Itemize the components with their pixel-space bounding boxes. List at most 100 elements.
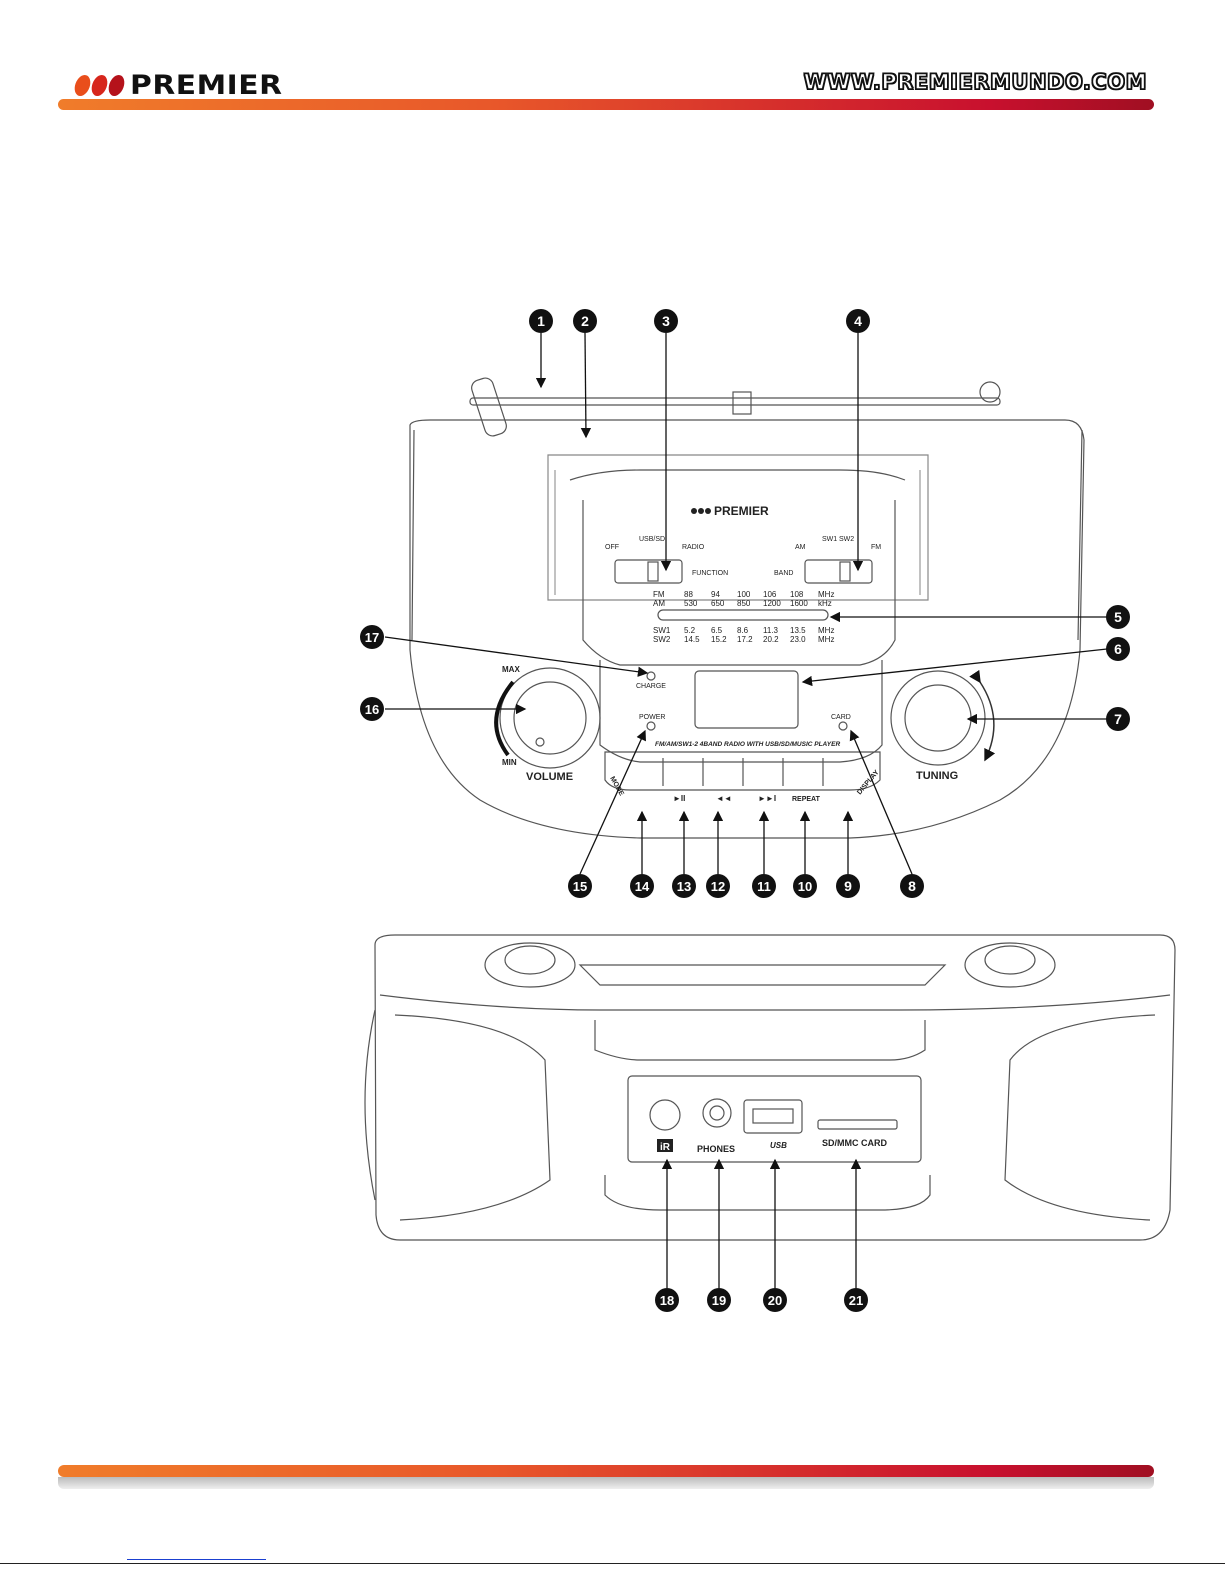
function-usbsd-label: USB/SD: [639, 536, 665, 543]
callout-marker: [529, 309, 553, 333]
callout-number: 14: [635, 879, 650, 894]
header-divider: [58, 99, 1154, 110]
band-fm-label: FM: [871, 544, 881, 551]
callout-marker: [836, 874, 860, 898]
next-label: ►►I: [758, 794, 776, 803]
callout-marker: [568, 874, 592, 898]
play-pause-label: ►II: [673, 794, 685, 803]
volume-arc: [494, 680, 515, 757]
callout-marker: [752, 874, 776, 898]
dial-scale-cell: 1600: [790, 599, 808, 608]
callout-marker: [1106, 605, 1130, 629]
callout-marker: [672, 874, 696, 898]
tuning-arrows: [969, 669, 996, 762]
band-am-label: AM: [795, 544, 806, 551]
dial-scale-cell: 15.2: [711, 635, 727, 644]
callout-marker: [630, 874, 654, 898]
dial-scale-cell: 8.6: [737, 626, 749, 635]
website-url[interactable]: WWW.PREMIERMUNDO.COM: [803, 69, 1147, 95]
dial-scale-cell: 108: [790, 590, 804, 599]
callout-marker: [763, 1288, 787, 1312]
dial-scale-cell: 1200: [763, 599, 781, 608]
callout-number: 3: [662, 313, 670, 329]
callout-number: 5: [1114, 609, 1122, 625]
band-sw2-label: SW2: [839, 536, 854, 543]
dial-scale-cell: 88: [684, 590, 693, 599]
callout-number: 4: [854, 313, 862, 329]
callout-number: 9: [844, 878, 852, 894]
dial-scale-cell: 11.3: [763, 626, 779, 635]
callout-number: 11: [757, 879, 771, 894]
dial-scale-cell: 850: [737, 599, 751, 608]
callout-number: 19: [712, 1293, 726, 1308]
usb-label: USB: [770, 1141, 787, 1150]
callout-marker: [793, 874, 817, 898]
ir-badge: [657, 1139, 673, 1152]
callout-number: 6: [1114, 641, 1122, 657]
callout-number: 2: [581, 313, 589, 329]
dial-scale-cell: 100: [737, 590, 751, 599]
dial-scale-cell: MHz: [818, 635, 834, 644]
radio-rear-outline: [364, 934, 1176, 1241]
callout-number: 17: [365, 630, 379, 645]
dial-scale-cell: SW2: [653, 635, 671, 644]
product-line: FM/AM/SW1-2 4BAND RADIO WITH USB/SD/MUSI…: [655, 741, 840, 748]
callout-number: 7: [1114, 711, 1122, 727]
callout-marker: [844, 1288, 868, 1312]
dial-scale-cell: 106: [763, 590, 777, 599]
dial-scale-cell: 530: [684, 599, 698, 608]
callout-number: 16: [365, 702, 379, 717]
callout-number: 21: [849, 1293, 863, 1308]
callout-number: 8: [908, 878, 916, 894]
callout-marker: [654, 309, 678, 333]
front-brand: PREMIER: [691, 504, 769, 518]
dial-scale-cell: 6.5: [711, 626, 723, 635]
volume-max-label: MAX: [502, 665, 520, 674]
dial-scale-cell: FM: [653, 590, 665, 599]
callout-number: 10: [798, 879, 812, 894]
function-radio-label: RADIO: [682, 544, 705, 551]
power-label: POWER: [639, 714, 665, 721]
footer-link-underline[interactable]: [127, 1559, 266, 1560]
callout-number: 1: [537, 313, 545, 329]
radio-front-outline: [409, 377, 1085, 839]
function-off-label: OFF: [605, 544, 619, 551]
callout-number: 15: [573, 879, 587, 894]
band-label: BAND: [774, 570, 793, 577]
charge-label: CHARGE: [636, 683, 666, 690]
leader-lines: [384, 332, 1108, 1288]
callout-marker: [1106, 637, 1130, 661]
footer-divider-shadow: [58, 1477, 1154, 1489]
callout-number: 13: [677, 879, 691, 894]
dial-scale-cell: kHz: [818, 599, 832, 608]
callout-marker: [706, 874, 730, 898]
dial-scale-cell: 94: [711, 590, 720, 599]
callout-marker: [655, 1288, 679, 1312]
brand-name: PREMIER: [130, 69, 283, 101]
dial-scale-cell: 13.5: [790, 626, 806, 635]
dial-scale-cell: SW1: [653, 626, 671, 635]
callout-marker: [1106, 707, 1130, 731]
dial-scale-cell: 14.5: [684, 635, 700, 644]
footer-divider: [58, 1465, 1154, 1477]
premier-logo: PREMIER: [72, 68, 282, 102]
callout-marker: [573, 309, 597, 333]
front-labels: PREMIER OFF USB/SD RADIO FUNCTION AM SW1…: [502, 504, 958, 803]
repeat-label: REPEAT: [792, 796, 821, 803]
footer-rule: [0, 1563, 1225, 1564]
dial-scale-cell: MHz: [818, 626, 834, 635]
callout-marker: [707, 1288, 731, 1312]
dial-scale-cell: 23.0: [790, 635, 806, 644]
volume-min-label: MIN: [502, 758, 517, 767]
callout-number: 18: [660, 1293, 674, 1308]
dial-scale-cell: 650: [711, 599, 725, 608]
callout-marker: [360, 625, 384, 649]
band-sw1-label: SW1: [822, 536, 837, 543]
volume-label: VOLUME: [526, 771, 573, 783]
dial-scale-cell: 20.2: [763, 635, 779, 644]
dial-scale-cell: 17.2: [737, 635, 753, 644]
ir-label: iR: [660, 1142, 671, 1153]
callout-marker: [846, 309, 870, 333]
